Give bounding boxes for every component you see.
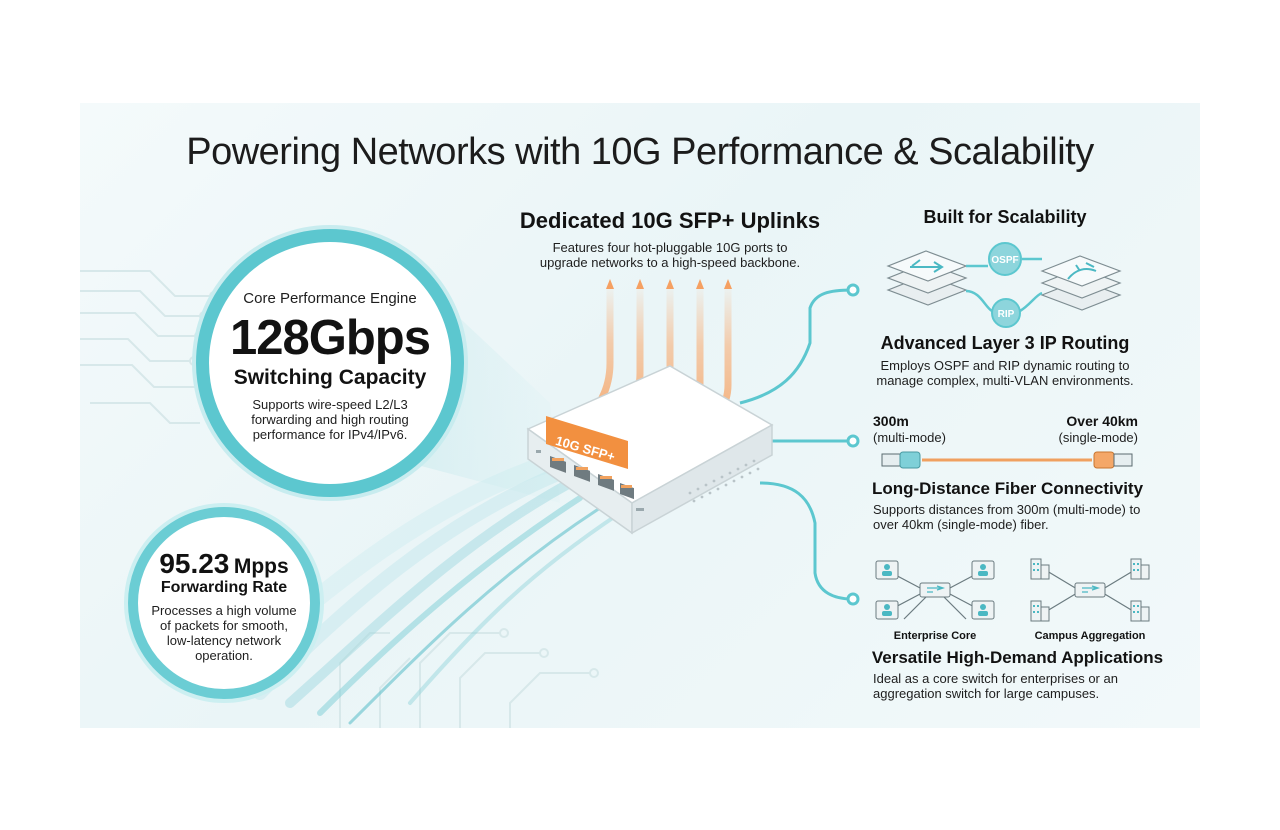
core-value: 128Gbps — [230, 311, 431, 365]
fiber-heading: Long-Distance Fiber Connectivity — [871, 479, 1144, 498]
applications-heading: Versatile High-Demand Applications — [871, 648, 1164, 667]
router-stack-right — [1040, 255, 1122, 311]
lc-connector-right — [1113, 453, 1133, 467]
sfp-tag — [546, 416, 628, 469]
core-desc-line1: Supports wire-speed L2/L3 — [252, 397, 408, 412]
routing-heading: Advanced Layer 3 IP Routing — [880, 333, 1130, 353]
fiber-left-value: 300m — [873, 413, 909, 429]
fiber-right-value: Over 40km — [1066, 413, 1138, 429]
routing-diagram: OSPF RIP — [886, 242, 1122, 328]
forwarding-desc-line1: Processes a high volume — [151, 603, 297, 618]
core-desc-line3: performance for IPv4/IPv6. — [252, 427, 408, 442]
connector-lines — [739, 288, 853, 601]
core-desc-line2: forwarding and high routing — [251, 412, 409, 427]
fiber-cable — [881, 451, 1133, 469]
routing-links — [965, 257, 1043, 313]
fiber-right-mode: (single-mode) — [1058, 430, 1138, 445]
forwarding-unit: Mpps — [233, 555, 289, 578]
rip-label: RIP — [998, 309, 1015, 320]
ospf-node — [988, 242, 1022, 276]
router-stack-left — [886, 250, 968, 306]
fiber-desc-line1: Supports distances from 300m (multi-mode… — [873, 502, 1141, 517]
uplink-beam-tips — [606, 279, 732, 289]
routing-desc-line1: Employs OSPF and RIP dynamic routing to — [880, 358, 1130, 373]
forwarding-rate-circle — [128, 507, 320, 699]
forwarding-desc-line3: low-latency network — [166, 633, 282, 648]
forwarding-desc-line2: of packets for smooth, — [160, 618, 288, 633]
fiber-left-mode: (multi-mode) — [873, 430, 946, 445]
connector-dots — [846, 283, 860, 606]
forwarding-desc-line4: operation. — [195, 648, 253, 663]
uplinks-desc-line2: upgrade networks to a high-speed backbon… — [539, 255, 801, 270]
scalability-heading: Built for Scalability — [923, 207, 1087, 227]
forwarding-subtitle: Forwarding Rate — [160, 579, 288, 596]
enterprise-core-diagram — [875, 560, 995, 620]
core-subtitle: Switching Capacity — [233, 366, 427, 389]
routing-desc-line2: manage complex, multi-VLAN environments. — [876, 373, 1134, 388]
core-label: Core Performance Engine — [243, 290, 417, 307]
forwarding-value: 95.23 — [159, 548, 230, 579]
forwarding-value-row: 95.23 Mpps — [136, 548, 312, 580]
campus-aggregation-label: Campus Aggregation — [1034, 630, 1146, 642]
lc-connector-left — [881, 453, 901, 467]
uplinks-desc-line1: Features four hot-pluggable 10G ports to — [552, 240, 788, 255]
page-title: Powering Networks with 10G Performance &… — [186, 131, 1094, 173]
campus-aggregation-diagram — [1030, 558, 1150, 622]
uplinks-heading: Dedicated 10G SFP+ Uplinks — [519, 208, 821, 233]
applications-desc-line2: aggregation switch for large campuses. — [873, 686, 1100, 701]
applications-desc-line1: Ideal as a core switch for enterprises o… — [873, 671, 1118, 686]
fiber-desc-line2: over 40km (single-mode) fiber. — [873, 517, 1049, 532]
rip-node — [991, 298, 1021, 328]
switch-device — [526, 365, 774, 535]
infographic-panel: 10G SFP+ Powering Networks with 10G Perf… — [80, 103, 1200, 728]
ospf-label: OSPF — [991, 255, 1018, 266]
enterprise-core-label: Enterprise Core — [893, 630, 977, 642]
